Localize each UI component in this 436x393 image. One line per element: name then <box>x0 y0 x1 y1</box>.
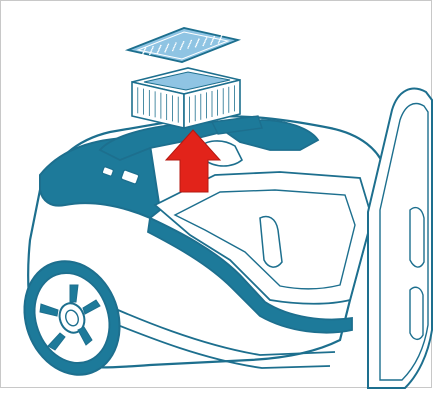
perforation-dot <box>211 40 213 42</box>
perforation-dot <box>196 43 198 45</box>
perforation-dot <box>180 49 182 51</box>
perforation-dot <box>152 46 154 48</box>
perforation-dot <box>205 39 207 41</box>
perforation-dot <box>142 53 144 55</box>
perforation-dot <box>165 50 167 52</box>
perforation-dot <box>195 46 197 48</box>
perforation-dot <box>189 44 191 46</box>
perforation-dot <box>219 39 221 41</box>
perforation-dot <box>175 42 177 44</box>
perforation-dot <box>144 49 146 51</box>
perforation-dot <box>143 52 145 54</box>
perforation-dot <box>220 36 222 38</box>
perforation-dot <box>204 42 206 44</box>
perforation-dot <box>166 47 168 49</box>
perforation-dot <box>175 44 177 46</box>
perforation-dot <box>213 36 215 38</box>
perforation-dot <box>204 40 206 42</box>
perforation-dot <box>212 39 214 41</box>
perforation-dot <box>145 47 147 49</box>
lid-slot <box>410 208 424 267</box>
perforation-dot <box>211 42 213 44</box>
perforation-dot <box>218 42 220 44</box>
perforation-dot <box>188 46 190 48</box>
perforation-dot <box>150 52 152 54</box>
lid-slot-lower <box>410 287 423 339</box>
perforation-dot <box>172 50 174 52</box>
perforation-dot <box>173 47 175 49</box>
open-lid <box>368 89 432 388</box>
perforation-dot <box>182 44 184 46</box>
perforation-dot <box>159 48 161 50</box>
perforation-dot <box>198 40 200 42</box>
perforation-dot <box>187 47 189 49</box>
perforation-dot <box>220 38 222 40</box>
perforation-dot <box>168 44 170 46</box>
perforation-dot <box>151 49 153 51</box>
perforation-dot <box>157 51 159 53</box>
perforation-dot <box>152 48 154 50</box>
perforation-dot <box>158 49 160 51</box>
perforation-dot <box>182 43 184 45</box>
perforation-dot <box>197 41 199 43</box>
perforation-dot <box>141 55 143 57</box>
perforation-dot <box>150 51 152 53</box>
perforation-dot <box>149 54 151 56</box>
perforation-dot <box>166 48 168 50</box>
perforation-dot <box>167 45 169 47</box>
perforation-dot <box>174 45 176 47</box>
perforation-dot <box>202 45 204 47</box>
perforation-dot <box>189 43 191 45</box>
perforation-dot <box>198 38 200 40</box>
wheel-spoke <box>70 285 78 302</box>
perforation-dot <box>143 50 145 52</box>
perforation-dot <box>218 41 220 43</box>
perforation-dot <box>206 37 208 39</box>
perforation-dot <box>173 48 175 50</box>
perforation-dot <box>191 40 193 42</box>
perforation-dot <box>183 41 185 43</box>
perforation-dot <box>210 43 212 45</box>
perforation-dot <box>203 43 205 45</box>
perforation-dot <box>160 45 162 47</box>
perforation-dot <box>221 35 223 37</box>
perforation-dot <box>196 44 198 46</box>
perforation-dot <box>164 51 166 53</box>
perforation-dot <box>180 47 182 49</box>
perforation-dot <box>159 46 161 48</box>
perforation-dot <box>190 41 192 43</box>
filter-mat <box>128 28 238 62</box>
perforation-dot <box>181 46 183 48</box>
perforation-dot <box>213 37 215 39</box>
perforation-dot <box>157 52 159 54</box>
